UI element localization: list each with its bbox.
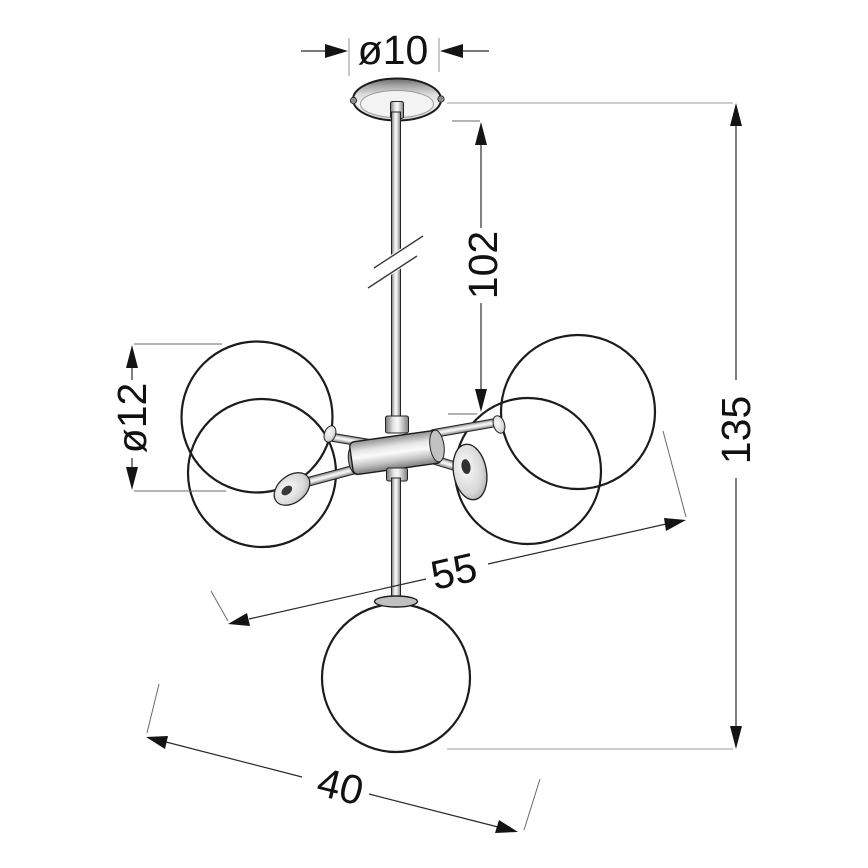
canopy-screw-right	[437, 95, 445, 103]
arrow-lower-right-icon	[495, 820, 518, 833]
ext-line	[662, 430, 687, 518]
canopy-screw-left	[349, 96, 358, 105]
arrow-down-icon	[730, 726, 742, 749]
arrow-up-icon	[126, 345, 138, 368]
ext-line	[210, 590, 229, 622]
ext-line	[146, 683, 160, 734]
dim-total-height: 135	[447, 102, 759, 750]
hub-top-collar	[385, 415, 409, 434]
dim-fixture-width: 55	[210, 430, 687, 626]
hanging-rod	[367, 111, 424, 421]
arrow-up-icon	[475, 122, 487, 145]
dim-bottom-spread: 40	[146, 683, 541, 833]
glass-shade-lower-left	[186, 397, 338, 549]
arrow-down-icon	[475, 389, 487, 412]
dim-canopy-diameter: ø10	[301, 27, 489, 76]
arrow-lower-left-icon	[228, 613, 250, 626]
arrow-up-icon	[730, 103, 742, 126]
dim-shade-diameter: ø12	[109, 343, 226, 492]
socket-upper-right	[492, 415, 506, 434]
rod-break-mask	[368, 234, 423, 290]
glass-shade-bottom	[320, 602, 472, 754]
rod-lower	[391, 477, 401, 603]
rod-break-symbol	[367, 235, 424, 289]
socket-upper-left	[323, 425, 337, 443]
arrow-right-icon	[325, 44, 348, 58]
dim-bottom-spread-label: 40	[313, 759, 368, 815]
dim-total-height-label: 135	[713, 396, 759, 464]
socket-lower-right	[452, 443, 488, 501]
arrow-left-icon	[440, 44, 463, 58]
glass-shade-upper-right	[499, 333, 657, 491]
arrow-down-icon	[126, 467, 138, 490]
ext-line	[523, 778, 541, 831]
socket-lower-left	[273, 472, 311, 506]
arrow-lower-left-icon	[146, 736, 168, 749]
dim-rod-length: 102	[448, 120, 506, 415]
dim-fixture-width-label: 55	[426, 544, 481, 599]
central-hub	[347, 415, 445, 482]
dim-shade-diameter-label: ø12	[109, 383, 155, 454]
arrow-upper-right-icon	[664, 518, 686, 531]
socket-bottom	[373, 595, 419, 608]
glass-shade-upper-left	[180, 340, 334, 494]
hub-right-cap	[429, 429, 445, 463]
dim-rod-length-label: 102	[460, 231, 506, 299]
dim-canopy-diameter-label: ø10	[358, 27, 429, 73]
